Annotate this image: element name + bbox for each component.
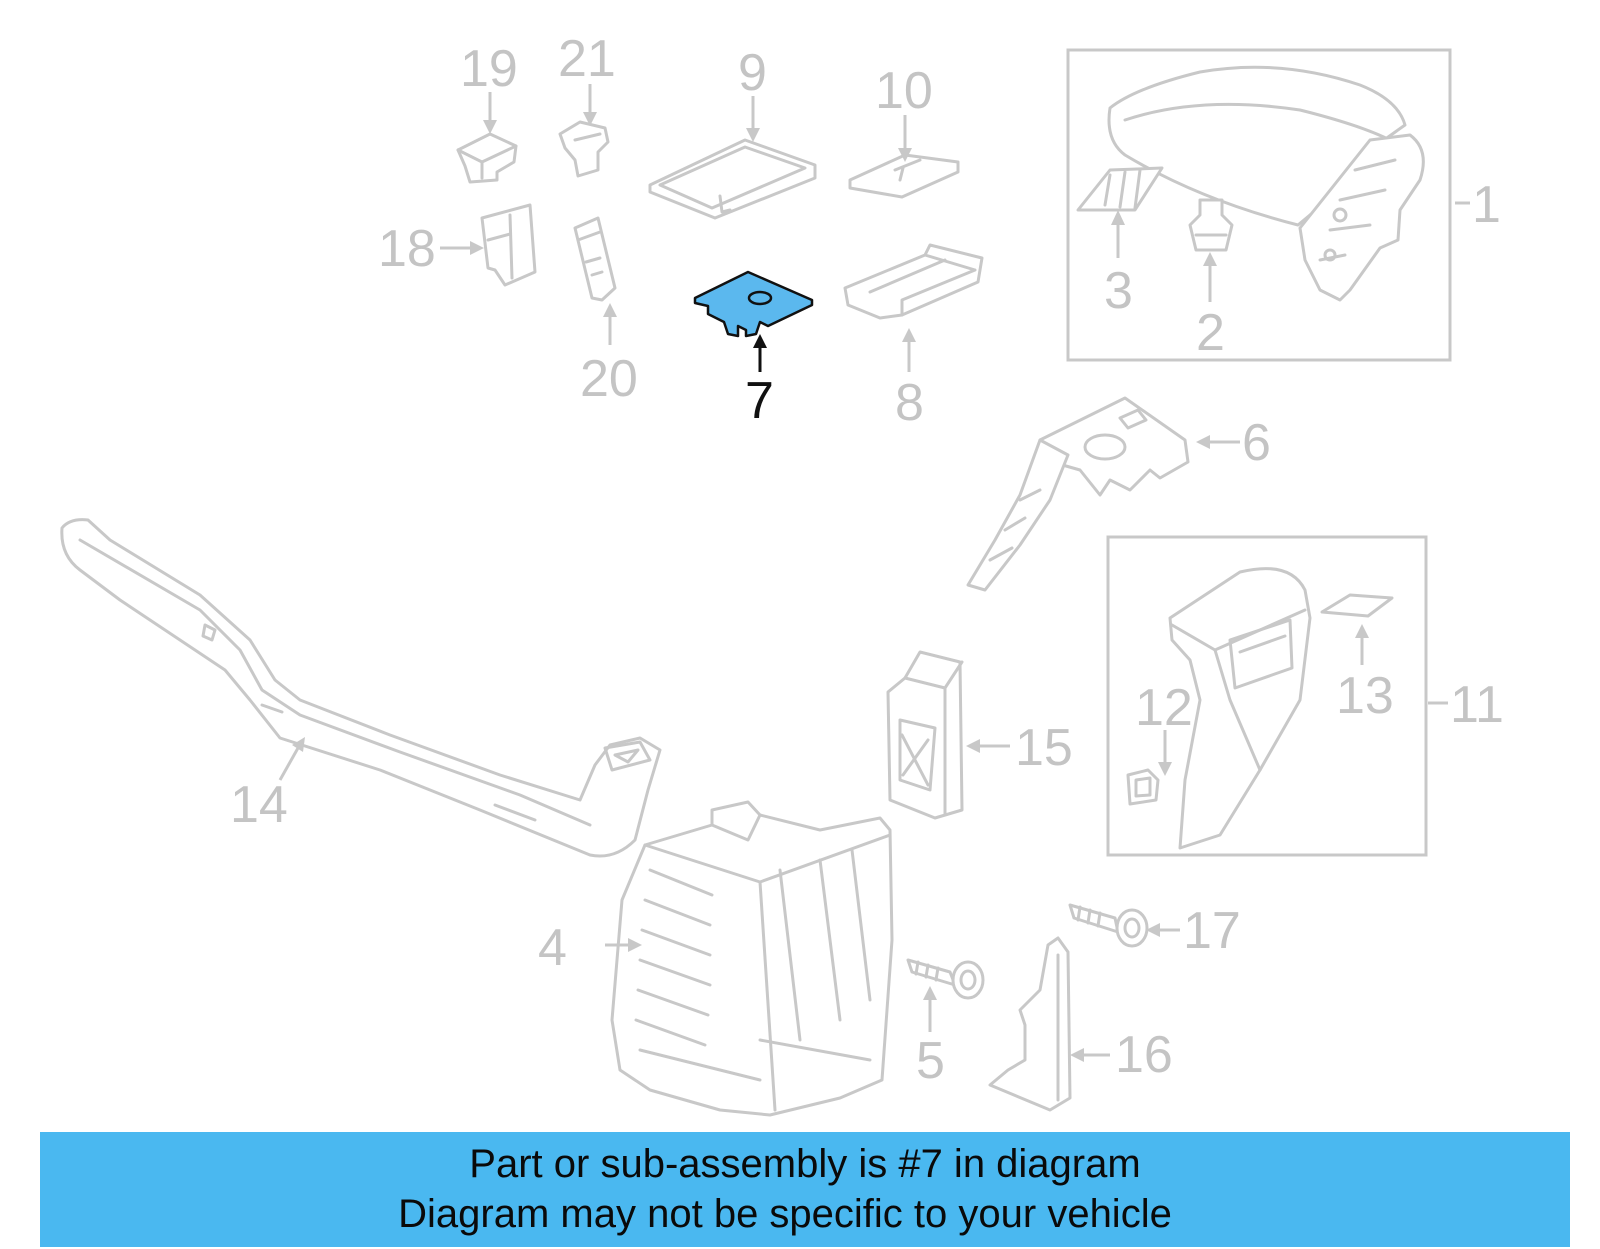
- callout-17: 17: [1183, 902, 1241, 960]
- part-15-panel[interactable]: [886, 650, 964, 820]
- callout-4: 4: [538, 919, 567, 977]
- leader-line-7: [753, 334, 767, 372]
- part-14-duct[interactable]: [60, 518, 662, 858]
- part-3-clip[interactable]: [1076, 166, 1164, 212]
- info-banner: Part or sub-assembly is #7 in diagram Di…: [40, 1132, 1570, 1247]
- banner-part-text: Part or sub-assembly is #7 in diagram: [469, 1142, 1141, 1186]
- callout-16: 16: [1115, 1026, 1173, 1084]
- callout-12: 12: [1135, 679, 1193, 737]
- part-16-trim[interactable]: [988, 936, 1072, 1112]
- part-18-housing[interactable]: [480, 203, 537, 287]
- callout-14: 14: [230, 776, 288, 834]
- part-4-console-body[interactable]: [610, 800, 894, 1117]
- leader-lines: [278, 84, 1470, 1062]
- callout-8: 8: [895, 374, 924, 432]
- callout-20: 20: [580, 350, 638, 408]
- assembly-box-11: [1106, 535, 1428, 857]
- part-12-clip[interactable]: [1126, 768, 1160, 806]
- part-9-mat[interactable]: [648, 138, 817, 220]
- callout-19: 19: [460, 40, 518, 98]
- part-1-armrest-lid[interactable]: [1107, 65, 1425, 302]
- callout-15: 15: [1015, 719, 1073, 777]
- part-2-pin[interactable]: [1188, 198, 1234, 252]
- callout-9: 9: [738, 44, 767, 102]
- callout-11: 11: [1450, 676, 1504, 734]
- callout-5: 5: [916, 1032, 945, 1090]
- callout-10: 10: [875, 62, 933, 120]
- part-11-rear-console[interactable]: [1168, 567, 1312, 850]
- part-17-screw[interactable]: [1068, 903, 1149, 948]
- assembly-box-1: [1066, 48, 1452, 362]
- part-21-switch[interactable]: [558, 120, 610, 178]
- callout-13: 13: [1336, 667, 1394, 725]
- part-20-socket[interactable]: [573, 216, 617, 302]
- banner-disclaimer-text: Diagram may not be specific to your vehi…: [398, 1192, 1172, 1236]
- part-6-bracket[interactable]: [966, 396, 1190, 592]
- callout-18: 18: [378, 220, 436, 278]
- part-13-mat[interactable]: [1320, 593, 1394, 618]
- callout-1: 1: [1472, 176, 1501, 234]
- callout-2: 2: [1196, 304, 1225, 362]
- callout-21: 21: [558, 30, 616, 88]
- callout-3: 3: [1104, 262, 1133, 320]
- part-19-cap[interactable]: [456, 132, 518, 184]
- callout-labels: 1 2 3 4 5 6 7 8 9 10 11 12 13 14 15 16 1…: [230, 30, 1504, 1090]
- part-5-screw[interactable]: [906, 958, 985, 1000]
- callout-6: 6: [1242, 414, 1271, 472]
- callout-7: 7: [745, 372, 774, 430]
- part-7-highlighted-plate[interactable]: [693, 270, 814, 338]
- part-10-cover[interactable]: [848, 153, 960, 199]
- part-8-tray[interactable]: [843, 243, 984, 320]
